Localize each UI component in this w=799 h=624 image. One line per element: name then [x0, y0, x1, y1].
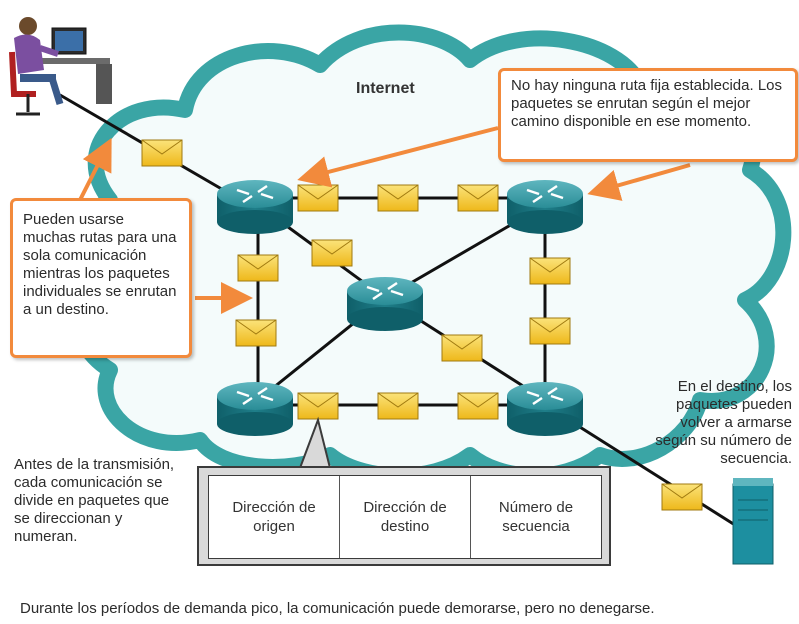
envelope-packet-icon: [297, 392, 339, 420]
note-destination: En el destino, los paquetes pueden volve…: [655, 378, 792, 467]
callout-arrows: [78, 126, 691, 314]
packet-header: Dirección de origen Dirección de destino…: [208, 475, 602, 559]
envelope-packet-icon: [311, 239, 353, 267]
header-field-sequence: Número de secuencia: [498, 499, 574, 535]
router-bottom-left: [217, 382, 293, 436]
envelope-packet-icon: [237, 254, 279, 282]
envelope-packet-icon: [441, 334, 483, 362]
router-icon: [236, 386, 274, 406]
envelope-packet-icon: [235, 319, 277, 347]
envelope-packet-icon: [297, 184, 339, 212]
envelope-packet-icon: [457, 392, 499, 420]
router-top-right: [507, 180, 583, 234]
router-icon: [236, 184, 274, 204]
callout-no-fixed-route-text: No hay ninguna ruta fija establecida. Lo…: [511, 77, 783, 130]
envelope-packet-icon: [529, 317, 571, 345]
envelope-packet-icon: [377, 184, 419, 212]
callout-multiple-routes-text: Pueden usarse muchas rutas para una sola…: [23, 211, 177, 318]
router-icon: [526, 386, 564, 406]
router-icon: [526, 184, 564, 204]
cloud-label: Internet: [356, 80, 415, 97]
header-field-source: Dirección de origen: [209, 476, 340, 558]
callout-multiple-routes: Pueden usarse muchas rutas para una sola…: [10, 198, 192, 358]
envelope-packet-icon: [141, 139, 183, 167]
packet-header-box: Dirección de origen Dirección de destino…: [197, 466, 611, 566]
caption: Durante los períodos de demanda pico, la…: [20, 600, 655, 617]
envelope-packet-icon: [529, 257, 571, 285]
header-field-destination: Dirección de destino: [340, 476, 471, 558]
envelope-packet-icon: [377, 392, 419, 420]
person-at-computer-icon: [9, 17, 112, 116]
router-icon: [366, 281, 404, 301]
server-icon: [732, 478, 774, 565]
router-top-left: [217, 180, 293, 234]
envelope-packet-icon: [661, 483, 703, 511]
envelope-packet-icon: [457, 184, 499, 212]
note-before-transmission: Antes de la transmisión, cada comunicaci…: [14, 456, 175, 545]
router-bottom-right: [507, 382, 583, 436]
callout-no-fixed-route: No hay ninguna ruta fija establecida. Lo…: [498, 68, 798, 162]
router-center: [347, 277, 423, 331]
packets: [141, 139, 703, 511]
